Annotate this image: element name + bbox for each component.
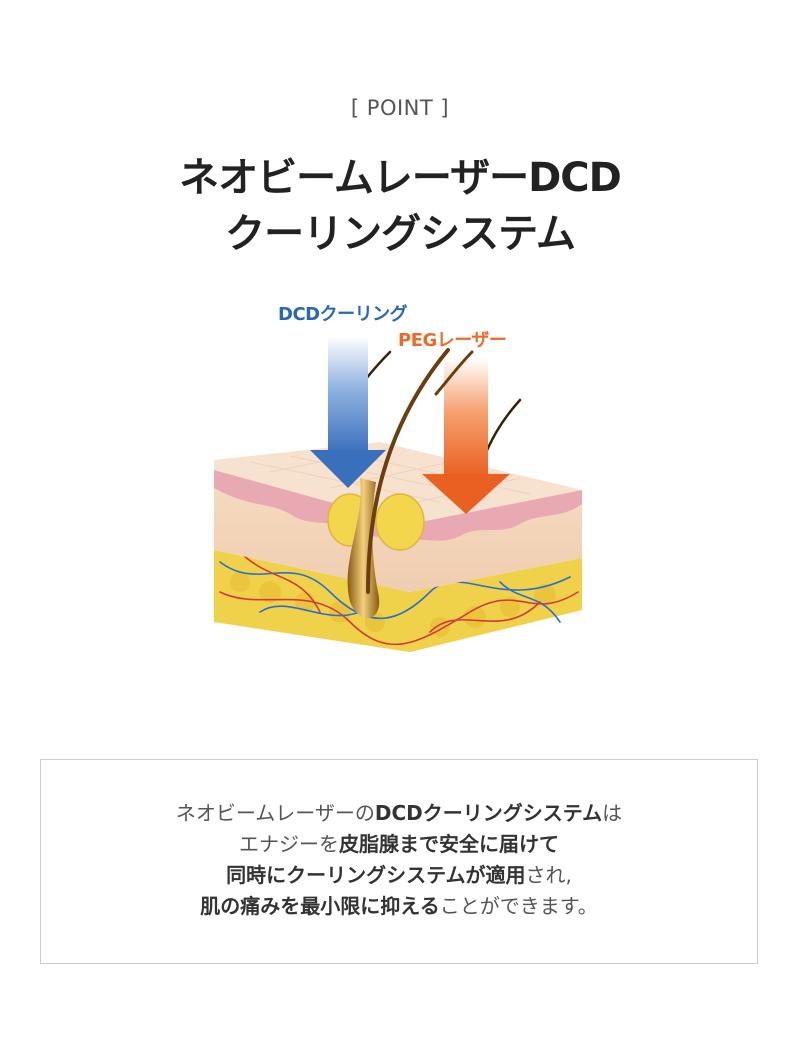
page-title: ネオビームレーザーDCD クーリングシステム [0, 150, 800, 262]
hair-shaft-main [366, 348, 450, 594]
description-line-2: エナジーを皮脂腺まで安全に届けて [239, 832, 559, 856]
description-line-3: 同時にクーリングシステムが適用され, [226, 863, 572, 887]
cooling-label: DCDクーリング [278, 304, 408, 325]
laser-label: PEGレーザー [398, 330, 507, 351]
section-tag: [ POINT ] [350, 96, 450, 120]
cooling-arrow [310, 336, 386, 488]
epidermis-layer [214, 470, 582, 542]
laser-arrow [422, 358, 510, 514]
description-text: ネオビームレーザーのDCDクーリングシステムは エナジーを皮脂腺まで安全に届けて… [41, 798, 757, 922]
title-line-1: ネオビームレーザーDCD [179, 155, 622, 201]
description-line-4: 肌の痛みを最小限に抑えることができます。 [200, 894, 598, 918]
skin-surface [214, 442, 582, 524]
description-box: ネオビームレーザーのDCDクーリングシステムは エナジーを皮脂腺まで安全に届けて… [40, 759, 758, 964]
sebaceous-gland-right [375, 493, 425, 551]
hair-follicle [347, 478, 380, 619]
skin-cross-section-illustration [214, 336, 582, 652]
description-line-1: ネオビームレーザーのDCDクーリングシステムは [175, 801, 623, 825]
title-line-2: クーリングシステム [225, 211, 576, 257]
